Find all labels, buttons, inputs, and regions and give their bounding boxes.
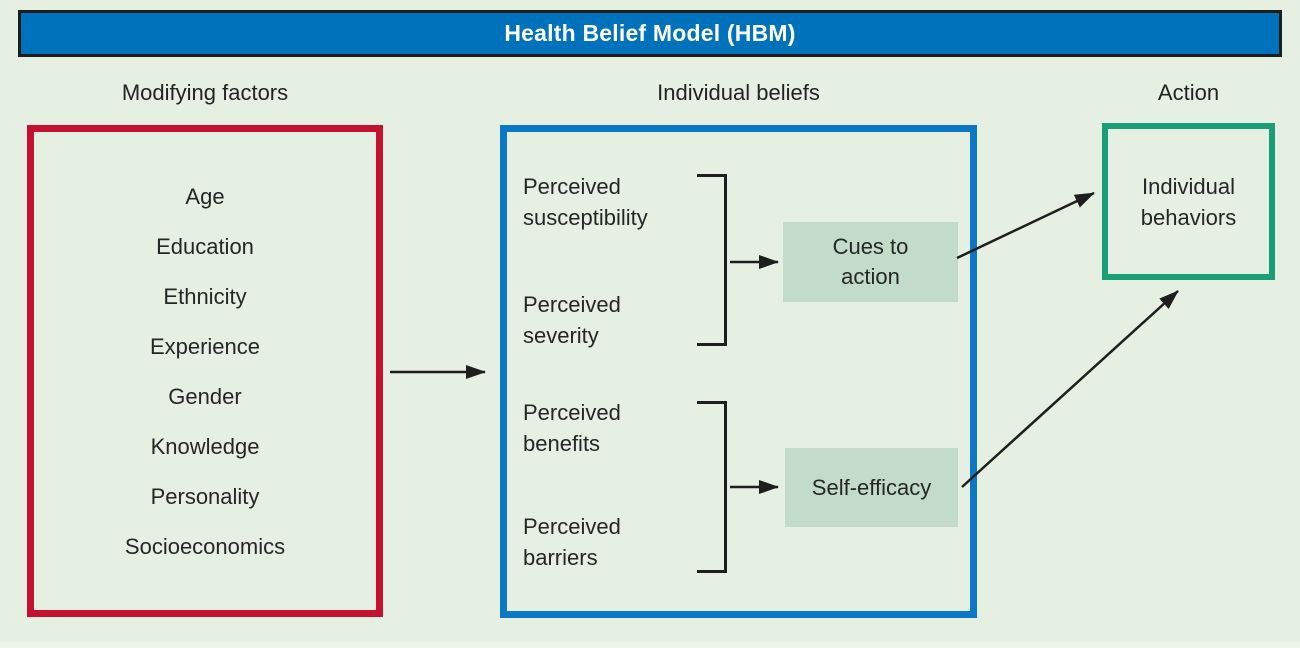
belief-line: Perceived <box>523 174 621 199</box>
belief-line: benefits <box>523 431 601 456</box>
individual-behaviors-line: Individual <box>1142 173 1235 199</box>
modifying-factors-box: Age Education Ethnicity Experience Gende… <box>27 125 383 617</box>
belief-line: barriers <box>523 545 598 570</box>
column-heading-individual-beliefs: Individual beliefs <box>657 80 820 105</box>
individual-behaviors-box: Individual behaviors <box>1102 123 1275 280</box>
belief-line: Perceived <box>523 400 621 425</box>
column-heading-action: Action <box>1157 80 1220 105</box>
diagram-title: Health Belief Model (HBM) <box>504 20 796 46</box>
diagram-title-bar: Health Belief Model (HBM) <box>18 10 1282 57</box>
self-efficacy-label: Self-efficacy <box>811 474 932 500</box>
factor-item: Socioeconomics <box>124 534 286 559</box>
arrow-cues-to-behaviors <box>956 191 1095 260</box>
individual-behaviors-line: behaviors <box>1140 204 1237 230</box>
cues-to-action-line: Cues to <box>832 234 909 259</box>
belief-perceived-barriers: Perceived barriers <box>523 511 621 573</box>
belief-line: Perceived <box>523 292 621 317</box>
belief-line: Perceived <box>523 514 621 539</box>
factor-item: Ethnicity <box>163 284 247 309</box>
column-heading-modifying-factors: Modifying factors <box>121 80 289 105</box>
factor-item: Age <box>185 184 225 209</box>
factor-item: Personality <box>150 484 260 509</box>
bottom-strip <box>0 642 1300 648</box>
factor-item: Knowledge <box>150 434 260 459</box>
belief-perceived-benefits: Perceived benefits <box>523 397 621 459</box>
belief-perceived-severity: Perceived severity <box>523 289 621 351</box>
cues-to-action-line: action <box>841 264 900 289</box>
belief-perceived-susceptibility: Perceived susceptibility <box>523 171 648 233</box>
bracket-benefits-barriers <box>697 401 727 573</box>
cues-to-action-box: Cues to action <box>783 222 958 302</box>
factor-item: Gender <box>168 384 242 409</box>
arrow-self-efficacy-to-behaviors <box>961 290 1179 488</box>
factor-item: Experience <box>149 334 261 359</box>
factor-item: Education <box>156 234 254 259</box>
belief-line: severity <box>523 323 599 348</box>
self-efficacy-box: Self-efficacy <box>785 448 958 527</box>
bracket-susceptibility-severity <box>697 174 727 346</box>
belief-line: susceptibility <box>523 205 648 230</box>
